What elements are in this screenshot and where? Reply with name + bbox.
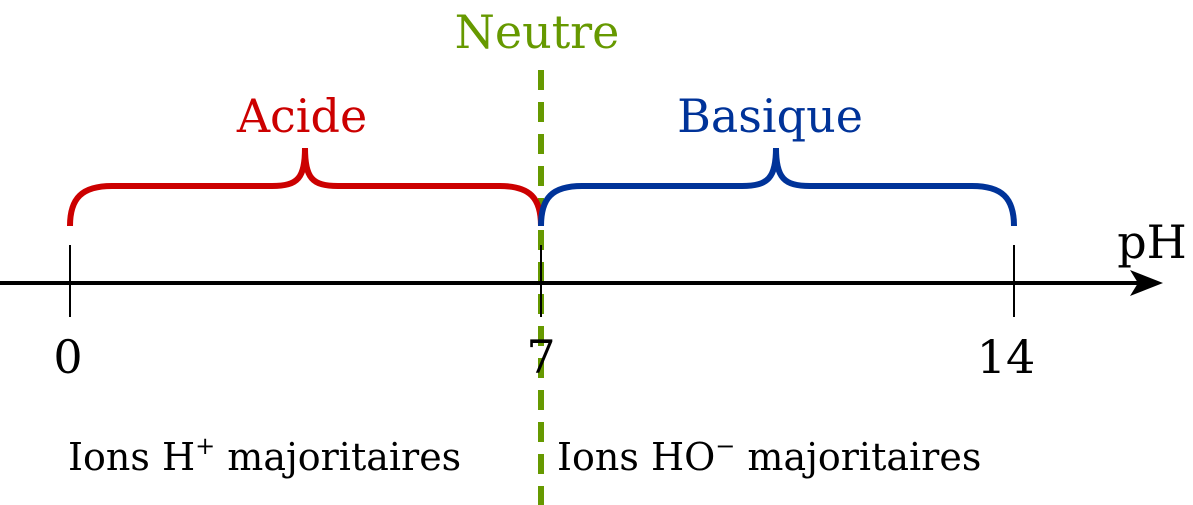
tick-label-7: 7 xyxy=(526,330,555,384)
acid-label: Acide xyxy=(236,89,367,143)
base-brace xyxy=(538,147,1017,227)
base-ions-suffix: majoritaires xyxy=(735,435,981,479)
acid-ions-charge: + xyxy=(195,432,215,460)
neutral-label: Neutre xyxy=(455,5,620,59)
acid-ions-prefix: Ions H xyxy=(68,435,195,479)
tick-label-14: 14 xyxy=(977,330,1036,384)
base-ions-prefix: Ions HO xyxy=(557,435,715,479)
base-ions-text: Ions HO− majoritaires xyxy=(557,432,981,479)
acid-brace xyxy=(67,147,544,227)
acid-ions-text: Ions H+ majoritaires xyxy=(68,432,461,479)
base-ions-charge: − xyxy=(715,432,735,460)
tick-label-0: 0 xyxy=(53,330,82,384)
acid-ions-suffix: majoritaires xyxy=(215,435,461,479)
axis-arrow-head xyxy=(1130,270,1163,296)
base-label: Basique xyxy=(677,89,863,143)
axis-label: pH xyxy=(1117,215,1187,269)
